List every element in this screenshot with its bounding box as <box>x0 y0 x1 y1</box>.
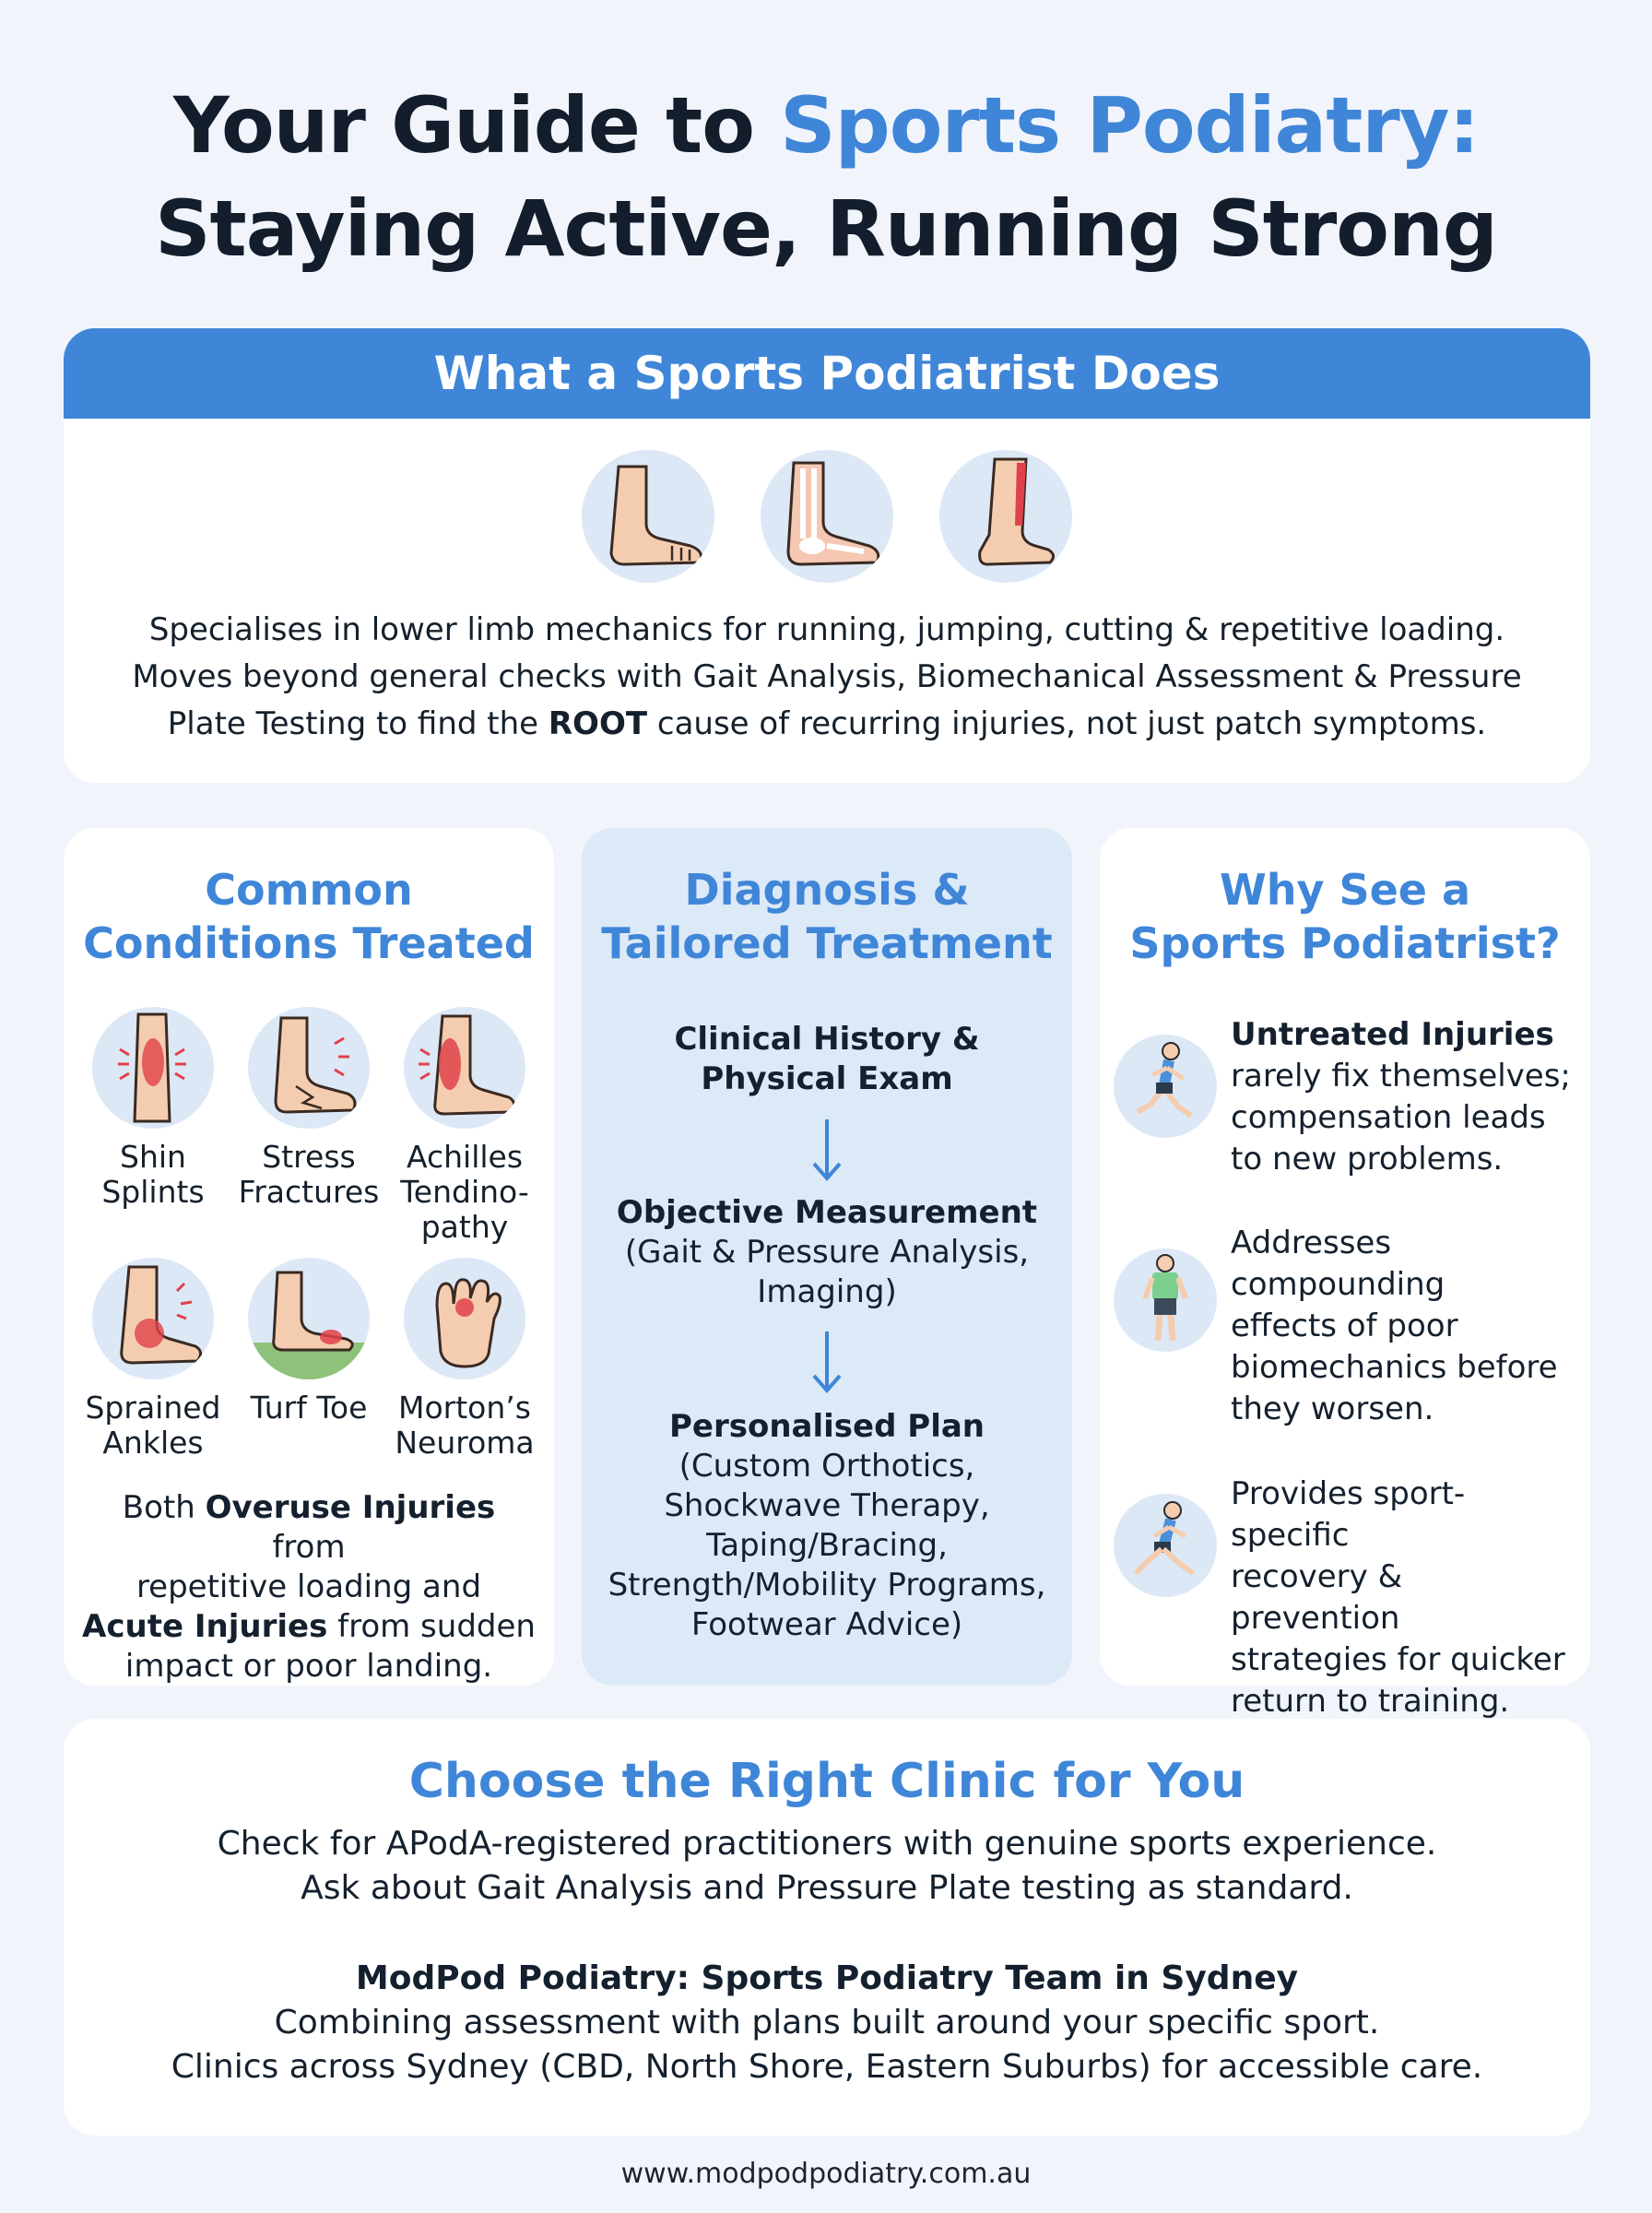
arrow-down-icon <box>582 1118 1072 1182</box>
achilles-icon <box>404 1007 525 1129</box>
turf-toe-icon <box>248 1258 370 1379</box>
foot-fracture-icon <box>248 1007 370 1129</box>
clinic-checklist: Check for APodA-registered practitioners… <box>217 1825 1437 1907</box>
page-title: Your Guide to Sports Podiatry: Staying A… <box>0 74 1652 280</box>
diagnosis-title: Diagnosis & Tailored Treatment <box>601 865 1053 968</box>
what-description: Specialises in lower limb mechanics for … <box>132 611 1522 742</box>
runner-woman-icon <box>1114 1035 1217 1138</box>
leg-achilles-icon <box>939 450 1072 583</box>
foot-bones-icon <box>761 450 893 583</box>
injury-types-note: Both Overuse Injuries from repetitive lo… <box>82 1489 536 1685</box>
why-item-recovery: Provides sport-specific recovery & preve… <box>1100 1473 1590 1720</box>
step-objective-measurement: Objective Measurement (Gait & Pressure A… <box>616 1194 1038 1310</box>
shin-icon <box>92 1007 214 1129</box>
condition-sprained-ankles: Sprained Ankles <box>75 1258 231 1461</box>
clinic-modpod: ModPod Podiatry: Sports Podiatry Team in… <box>171 1959 1483 2086</box>
step-clinical-history: Clinical History & Physical Exam <box>674 1021 980 1097</box>
arrow-down-icon <box>582 1330 1072 1394</box>
conditions-title: Common Conditions Treated <box>83 865 535 968</box>
footer-website-link[interactable]: www.modpodpodiatry.com.au <box>620 2158 1032 2190</box>
toes-neuroma-icon <box>404 1258 525 1379</box>
root-emphasis: ROOT <box>548 705 648 742</box>
condition-mortons-neuroma: Morton’s Neuroma <box>386 1258 543 1461</box>
runner-icon <box>1114 1494 1217 1597</box>
standing-man-icon <box>1114 1249 1217 1352</box>
ankle-sprain-icon <box>92 1258 214 1379</box>
condition-achilles-tendinopathy: Achilles Tendino- pathy <box>386 1007 543 1245</box>
clinic-card: Choose the Right Clinic for You Check fo… <box>64 1719 1590 2136</box>
condition-stress-fractures: Stress Fractures <box>230 1007 387 1210</box>
conditions-card: Common Conditions Treated Shin Splints S… <box>64 828 554 1686</box>
condition-shin-splints: Shin Splints <box>75 1007 231 1210</box>
why-card: Why See a Sports Podiatrist? Untreated I… <box>1100 828 1590 1720</box>
title-line-2: Staying Active, Running Strong <box>155 183 1498 274</box>
foot-side-icon <box>582 450 714 583</box>
why-item-untreated: Untreated Injuries rarely fix themselves… <box>1100 1014 1590 1199</box>
what-heading: What a Sports Podiatrist Does <box>64 328 1590 419</box>
condition-turf-toe: Turf Toe <box>230 1258 387 1426</box>
diagnosis-card: Diagnosis & Tailored Treatment Clinical … <box>582 828 1072 1686</box>
what-card: What a Sports Podiatrist Does Specialise… <box>64 328 1590 783</box>
title-line-1: Your Guide to Sports Podiatry: <box>172 80 1480 171</box>
why-item-compounding: Addresses compounding effects of poor bi… <box>1100 1223 1590 1427</box>
why-title: Why See a Sports Podiatrist? <box>1129 865 1561 968</box>
step-personalised-plan: Personalised Plan (Custom Orthotics, Sho… <box>608 1408 1046 1643</box>
clinic-heading: Choose the Right Clinic for You <box>408 1754 1245 1809</box>
title-accent: Sports Podiatry: <box>780 80 1480 171</box>
hero-icons <box>64 450 1590 583</box>
